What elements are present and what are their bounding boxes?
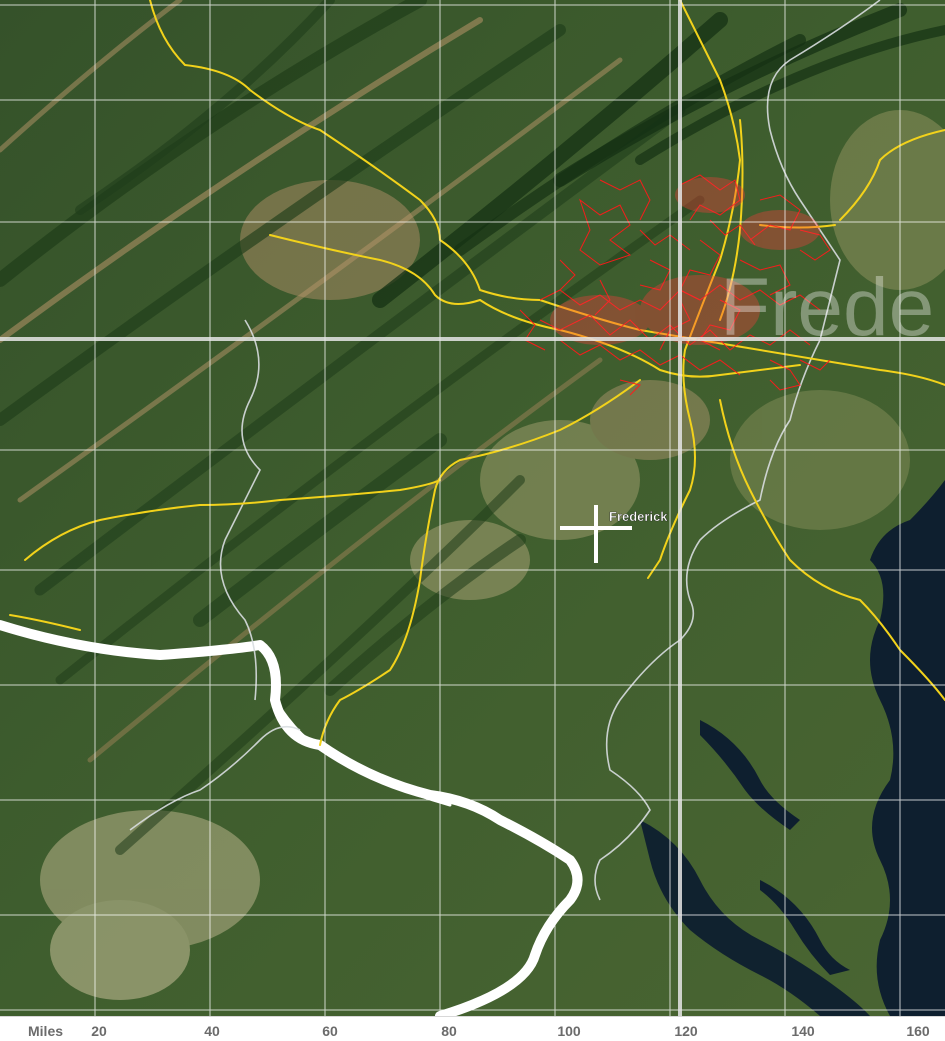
scale-tick-label: 100 <box>557 1023 581 1039</box>
map-grid <box>0 0 945 1016</box>
mountain-ridges <box>0 0 945 855</box>
center-grid-lines <box>0 0 945 1016</box>
scale-tick-label: 120 <box>674 1023 698 1039</box>
scale-tick-label: 20 <box>91 1023 107 1039</box>
city-label: Frederick <box>609 509 668 524</box>
highways <box>9 0 945 746</box>
bay-water <box>640 480 945 1016</box>
scale-units-label: Miles <box>28 1023 64 1039</box>
map-watermark: Frede <box>720 262 934 353</box>
scale-tick-label: 140 <box>791 1023 815 1039</box>
scale-tick-label: 160 <box>906 1023 930 1039</box>
potomac-river <box>0 620 583 1021</box>
scale-tick-label: 60 <box>322 1023 338 1039</box>
city-marker[interactable]: Frederick <box>560 505 668 563</box>
scale-tick-label: 40 <box>204 1023 220 1039</box>
urban-roads <box>519 174 831 396</box>
scale-tick-label: 80 <box>441 1023 457 1039</box>
scale-bar: Miles 20 40 60 80 100 120 140 160 <box>0 1016 945 1041</box>
